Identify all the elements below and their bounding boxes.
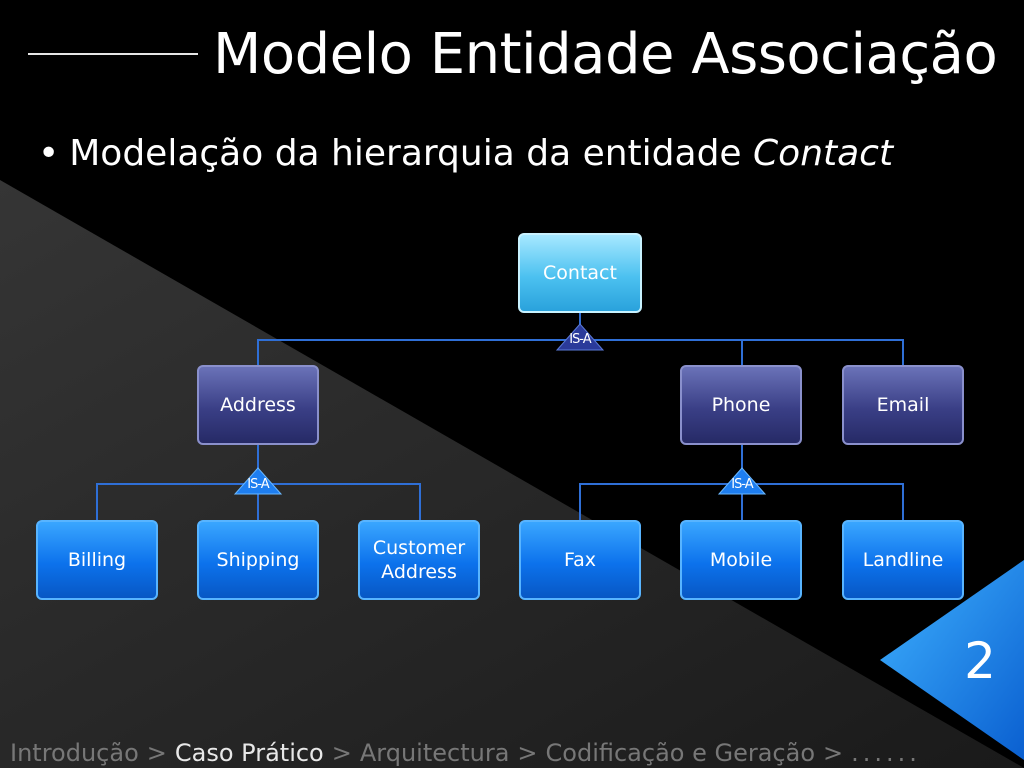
bullet-text: Modelação da hierarquia da entidade — [69, 133, 754, 174]
title-rule — [28, 53, 198, 55]
breadcrumb-item-more[interactable]: ...... — [851, 739, 921, 767]
node-shipping: Shipping — [197, 520, 319, 600]
isa-label-phone: IS-A — [731, 477, 753, 492]
isa-label-root: IS-A — [569, 332, 591, 347]
corner-accent — [880, 560, 1024, 760]
node-contact: Contact — [518, 233, 642, 313]
node-billing: Billing — [36, 520, 158, 600]
node-customer-address: Customer Address — [358, 520, 480, 600]
isa-label-address: IS-A — [247, 477, 269, 492]
breadcrumb-item-introducao[interactable]: Introdução — [10, 739, 139, 767]
breadcrumb-item-arquitectura[interactable]: Arquitectura — [359, 739, 510, 767]
breadcrumb-separator: > — [146, 739, 167, 767]
isa-triangle-phone — [717, 467, 767, 495]
breadcrumb-item-caso-pratico[interactable]: Caso Prático — [174, 739, 324, 767]
node-mobile: Mobile — [680, 520, 802, 600]
bullet-emphasis: Contact — [753, 133, 894, 174]
isa-triangle-root — [555, 323, 605, 351]
node-landline: Landline — [842, 520, 964, 600]
breadcrumb-item-codificacao[interactable]: Codificação e Geração — [545, 739, 816, 767]
slide-title: Modelo Entidade Associação — [213, 22, 998, 87]
node-address: Address — [197, 365, 319, 445]
slide-number: 2 — [964, 632, 996, 690]
bullet-icon: • — [38, 133, 60, 174]
node-phone: Phone — [680, 365, 802, 445]
bullet-point: •Modelação da hierarquia da entidade Con… — [38, 132, 893, 176]
isa-triangle-address — [233, 467, 283, 495]
breadcrumb-separator: > — [823, 739, 844, 767]
breadcrumb-separator: > — [331, 739, 352, 767]
footer-breadcrumb: Introdução>Caso Prático>Arquitectura>Cod… — [10, 738, 921, 768]
node-email: Email — [842, 365, 964, 445]
node-fax: Fax — [519, 520, 641, 600]
breadcrumb-separator: > — [517, 739, 538, 767]
